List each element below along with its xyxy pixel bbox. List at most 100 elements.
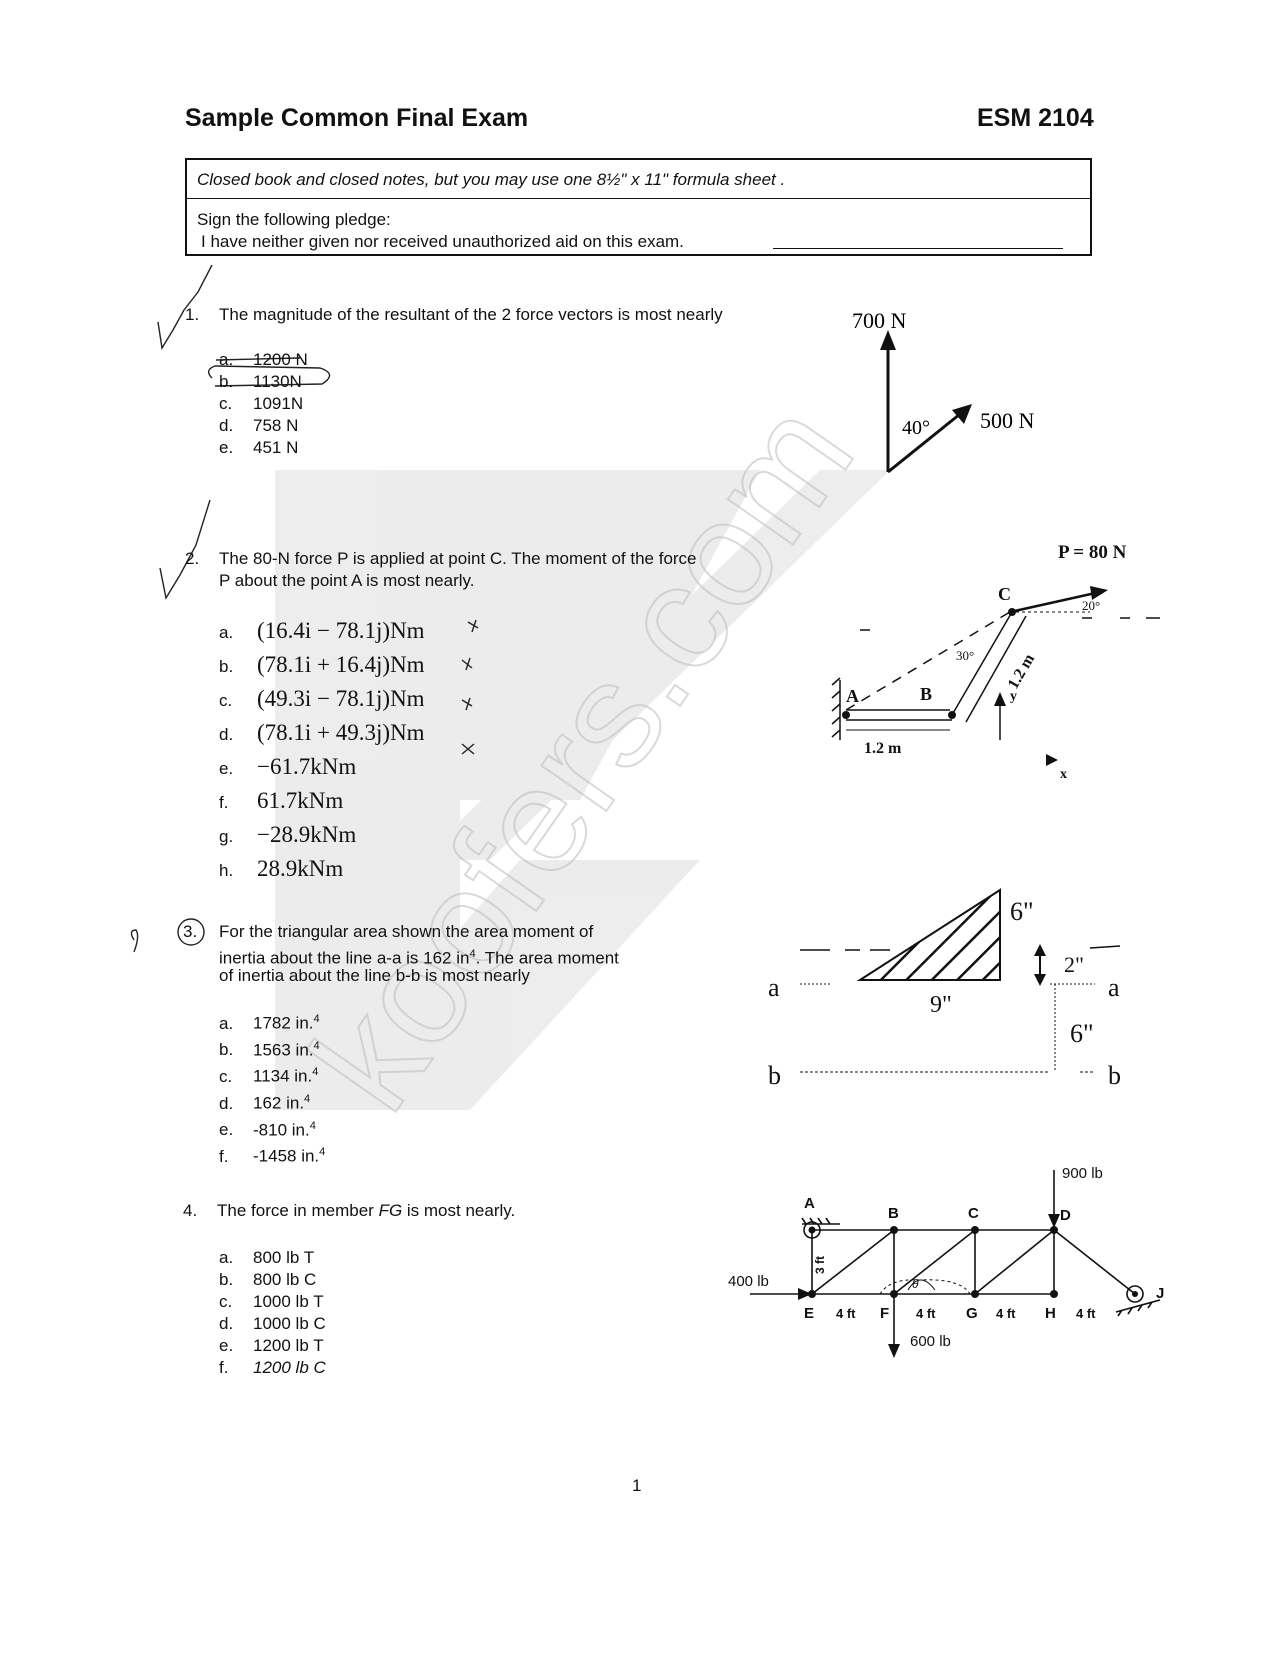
q4-options: a.800 lb T b.800 lb C c.1000 lb T d.1000… — [219, 1247, 326, 1379]
option-text: 1200 lb C — [253, 1358, 326, 1377]
support-a-pin — [803, 1221, 821, 1239]
option[interactable]: c.1091N — [219, 393, 308, 415]
label-span-gh: 4 ft — [996, 1306, 1016, 1321]
strike-q1a — [215, 357, 301, 361]
arrowhead-x — [1046, 754, 1058, 766]
q4-number: 4. — [183, 1201, 198, 1220]
theta-arc — [907, 1279, 936, 1291]
label-6in-height: 6" — [1010, 897, 1034, 926]
q2-text-line1: The 80-N force P is applied at point C. … — [219, 549, 697, 568]
option-letter: b. — [219, 1040, 234, 1060]
option-letter: d. — [219, 1093, 234, 1113]
member-dj — [1053, 1229, 1136, 1295]
label-len-diag: 1.2 m — [1005, 651, 1039, 692]
option[interactable]: c.1000 lb T — [219, 1291, 326, 1313]
q2-text-line2: P about the point A is most nearly. — [219, 571, 475, 590]
option[interactable]: b.1130N — [219, 371, 308, 393]
option-letter: h. — [219, 861, 234, 880]
option[interactable]: f.-1458 in.4 — [219, 1141, 325, 1168]
option[interactable]: f.61.7kNm — [219, 785, 425, 819]
option-letter: d. — [219, 725, 234, 744]
option[interactable]: f. 1200 lb C — [219, 1357, 326, 1379]
label-500n: 500 N — [980, 408, 1035, 433]
label-height: 3 ft — [813, 1256, 827, 1274]
option[interactable]: b.(78.1i + 16.4j)Nm — [219, 649, 425, 683]
label-node-j: J — [1156, 1285, 1164, 1302]
option-text: 758 N — [253, 416, 299, 435]
option-letter: f. — [219, 1358, 229, 1377]
option-sup: 4 — [319, 1146, 326, 1159]
option-text: 1200 N — [253, 350, 308, 369]
exam-title: Sample Common Final Exam — [185, 104, 529, 132]
q3-number: 3. — [183, 922, 198, 941]
option-letter: b. — [219, 1270, 234, 1289]
option-text: 162 in. — [253, 1093, 305, 1113]
option-letter: b. — [219, 372, 234, 391]
label-span-fg: 4 ft — [916, 1306, 936, 1321]
option-text: 28.9kNm — [257, 856, 344, 881]
option[interactable]: e.-810 in.4 — [219, 1115, 325, 1142]
label-9in: 9" — [930, 992, 952, 1018]
q2-options: a.(16.4i − 78.1j)Nm b.(78.1i + 16.4j)Nm … — [219, 615, 425, 887]
option[interactable]: c.(49.3i − 78.1j)Nm — [219, 683, 425, 717]
option[interactable]: a.(16.4i − 78.1j)Nm — [219, 615, 425, 649]
option-sup: 4 — [312, 1066, 319, 1079]
cross-mark-a — [467, 619, 479, 633]
option-letter: a. — [219, 623, 234, 642]
force-line — [1009, 590, 1101, 614]
cross-mark-d — [461, 743, 475, 755]
wall-hatch — [831, 677, 841, 738]
q2-number: 2. — [185, 549, 200, 568]
label-node-a: A — [804, 1195, 815, 1212]
option[interactable]: e.451 N — [219, 437, 308, 459]
option[interactable]: e.−61.7kNm — [219, 751, 425, 785]
option-sup: 4 — [313, 1013, 320, 1025]
label-node-f: F — [880, 1305, 889, 1322]
option[interactable]: d.758 N — [219, 415, 308, 437]
option-letter: d. — [219, 1314, 234, 1333]
option[interactable]: d.162 in.4 — [219, 1088, 325, 1115]
q3-text-line1: For the triangular area shown the area m… — [219, 922, 594, 941]
node-d — [1050, 1226, 1058, 1234]
label-x: x — [1060, 767, 1067, 782]
option[interactable]: d.(78.1i + 49.3j)Nm — [219, 717, 425, 751]
scribble-q3 — [130, 929, 139, 953]
option-text: −28.9kNm — [257, 822, 357, 847]
point-a — [842, 711, 850, 719]
instructions-box: Closed book and closed notes, but you ma… — [185, 158, 1092, 256]
option[interactable]: c.1134 in.4 — [219, 1061, 325, 1088]
option[interactable]: a.1782 in.4 — [219, 1008, 325, 1035]
option[interactable]: b.800 lb C — [219, 1269, 326, 1291]
label-6in-gap: 6" — [1070, 1019, 1094, 1048]
option[interactable]: h. 28.9kNm — [219, 853, 425, 887]
triangle-area — [856, 888, 1001, 981]
option[interactable]: b.1563 in.4 — [219, 1035, 325, 1062]
option-text: 451 N — [253, 438, 299, 457]
circle-answer-q1b — [207, 365, 331, 387]
option-letter: c. — [219, 1066, 233, 1086]
arrowhead-900 — [1048, 1214, 1060, 1228]
q2-bracket-diagram: P = 80 N C 20° 30° A B 1.2 m 1.2 m y x — [831, 542, 1160, 782]
node-j — [1132, 1291, 1138, 1297]
option-sup: 4 — [309, 1119, 316, 1132]
arrowhead-700n — [880, 330, 896, 350]
centroid-dashed-line — [800, 945, 1121, 951]
option-text: -1458 in. — [253, 1146, 320, 1166]
option[interactable]: g.−28.9kNm — [219, 819, 425, 853]
option[interactable]: d.1000 lb C — [219, 1313, 326, 1335]
label-angle-20: 20° — [1082, 598, 1100, 613]
label-span-ef: 4 ft — [836, 1306, 856, 1321]
option-letter: a. — [219, 1013, 234, 1033]
signature-line[interactable] — [773, 248, 1063, 249]
option-text: 1200 lb T — [253, 1336, 324, 1355]
circle-q3 — [177, 918, 205, 946]
option-text: 800 lb T — [253, 1248, 315, 1267]
label-angle: 40° — [902, 417, 930, 439]
course-code: ESM 2104 — [977, 104, 1094, 132]
member-eb — [811, 1229, 895, 1295]
label-node-g: G — [966, 1305, 978, 1322]
support-a-hatch — [801, 1217, 840, 1225]
option[interactable]: e.1200 lb T — [219, 1335, 326, 1357]
option[interactable]: a.1200 N — [219, 349, 308, 371]
option[interactable]: a.800 lb T — [219, 1247, 326, 1269]
